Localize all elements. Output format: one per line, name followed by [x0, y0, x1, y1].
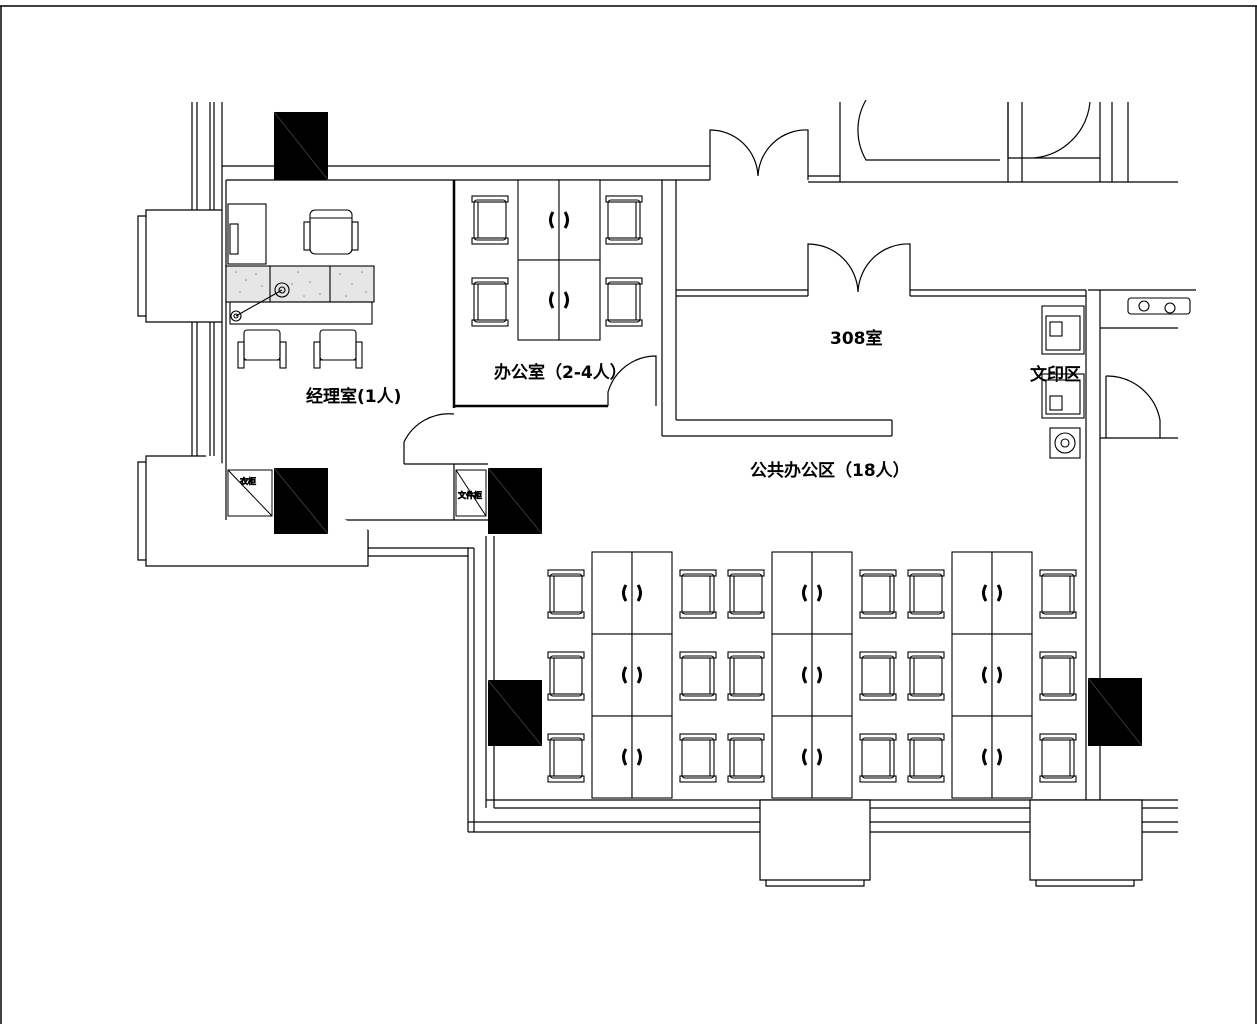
desk-pair [951, 633, 1033, 717]
chair [547, 651, 585, 701]
column-lower-right [1087, 677, 1143, 747]
doors [403, 99, 1161, 464]
door-office [607, 355, 657, 406]
room-label-manager: 经理室(1人) [306, 386, 401, 407]
chair [605, 195, 643, 245]
chair [1039, 651, 1077, 701]
manager-furniture [225, 203, 375, 369]
page-frame [0, 5, 1257, 1024]
room-label-print: 文印区 [1030, 364, 1081, 385]
chair [471, 277, 509, 327]
chair [727, 733, 765, 783]
desk-texture [235, 271, 367, 297]
door-manager [403, 413, 455, 464]
chair [859, 569, 897, 619]
door-corridor-top [709, 129, 809, 180]
chair [859, 651, 897, 701]
chair [1039, 569, 1077, 619]
door-top-right [1007, 101, 1100, 159]
chair [859, 733, 897, 783]
door-308 [807, 243, 911, 296]
desk-pair [591, 715, 673, 799]
door-top-mid [857, 99, 1000, 161]
door-right [1105, 375, 1161, 438]
chair [907, 569, 945, 619]
wardrobe-cabinet: 衣柜 [227, 469, 273, 517]
interior-partitions [225, 180, 893, 520]
chair [547, 733, 585, 783]
chair [907, 733, 945, 783]
desk-pair [951, 715, 1033, 799]
guest-chair [313, 329, 363, 369]
column-lower-left [487, 679, 543, 747]
desk-clusters [471, 179, 1077, 799]
desk-pair [951, 551, 1033, 635]
desk-pair [591, 551, 673, 635]
file-cabinet: 文件柜 [455, 469, 487, 517]
file-cabinet-label: 文件柜 [458, 490, 482, 500]
room-label-office: 办公室（2-4人） [494, 362, 627, 383]
desk-pair [771, 551, 853, 635]
chair [727, 651, 765, 701]
chair [679, 733, 717, 783]
chair [907, 651, 945, 701]
chair [727, 569, 765, 619]
guest-chair [237, 329, 287, 369]
chair [471, 195, 509, 245]
desk-pair [517, 179, 601, 261]
desk-pair [517, 259, 601, 341]
structural-columns [273, 111, 1143, 747]
chair [679, 651, 717, 701]
chair [605, 277, 643, 327]
room-label-308: 308室 [830, 328, 883, 349]
column-top-left [273, 111, 329, 181]
room-label-public: 公共办公区（18人） [750, 460, 910, 481]
column-mid-left [273, 467, 329, 535]
desk-pair [771, 633, 853, 717]
print-area-equipment [1041, 297, 1191, 459]
outer-walls [191, 102, 1196, 833]
chair [1039, 733, 1077, 783]
desk-pair [771, 715, 853, 799]
chair [679, 569, 717, 619]
desk-pair [591, 633, 673, 717]
chair [547, 569, 585, 619]
wardrobe-label: 衣柜 [240, 476, 256, 486]
window-bays [137, 209, 1143, 887]
manager-chair [303, 209, 359, 255]
column-mid [487, 467, 543, 535]
